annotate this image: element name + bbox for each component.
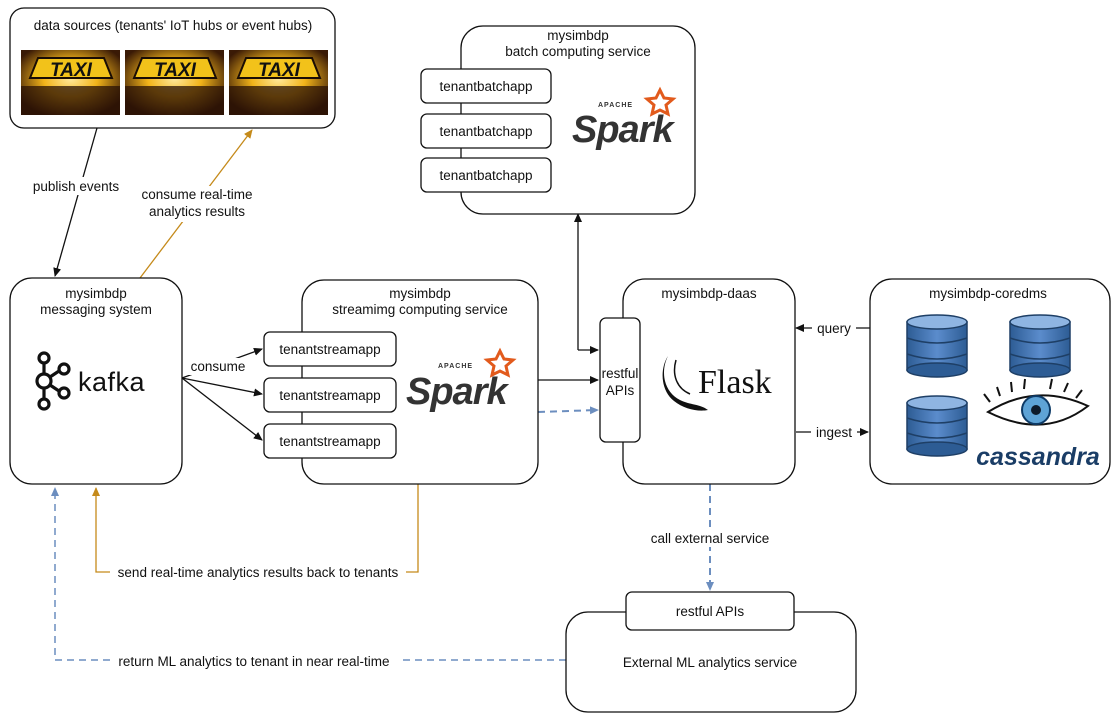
cassandra-logo-text: cassandra: [976, 443, 1100, 471]
flask-logo: Flask: [662, 356, 772, 411]
external-ml-node: restful APIs External ML analytics servi…: [565, 591, 857, 713]
external-ml-title: External ML analytics service: [623, 655, 797, 670]
daas-title: mysimbdp-daas: [661, 286, 757, 301]
streaming-node: mysimbdp streamimg computing service ten…: [263, 279, 539, 485]
svg-text:TAXI: TAXI: [50, 60, 93, 81]
svg-text:tenantstreamapp: tenantstreamapp: [279, 434, 380, 449]
svg-text:query: query: [817, 321, 851, 336]
streaming-title-line1: mysimbdp: [389, 286, 451, 301]
svg-text:restful: restful: [602, 366, 639, 381]
external-restful-apis: restful APIs: [625, 591, 795, 631]
taxi-image-2: TAXI: [125, 50, 224, 115]
daas-restful-apis: restful APIs: [599, 317, 641, 443]
batch-app-3: tenantbatchapp: [420, 157, 552, 193]
svg-text:TAXI: TAXI: [154, 60, 197, 81]
daas-node: mysimbdp-daas restful APIs Flask: [599, 278, 796, 485]
svg-text:tenantbatchapp: tenantbatchapp: [439, 124, 532, 139]
kafka-logo-text: kafka: [78, 367, 146, 397]
batch-title-line2: batch computing service: [505, 44, 651, 59]
svg-text:APIs: APIs: [606, 383, 635, 398]
svg-text:tenantstreamapp: tenantstreamapp: [279, 388, 380, 403]
data-sources-title: data sources (tenants' IoT hubs or event…: [34, 18, 313, 33]
svg-text:call external service: call external service: [651, 531, 770, 546]
messaging-node: mysimbdp messaging system kafka: [9, 277, 183, 485]
label-ingest: ingest: [811, 424, 857, 441]
data-sources-node: data sources (tenants' IoT hubs or event…: [9, 7, 336, 129]
streaming-title-line2: streamimg computing service: [332, 302, 508, 317]
svg-text:analytics results: analytics results: [149, 204, 245, 219]
label-consume-results: consume real-time analytics results: [134, 186, 260, 222]
label-send-back: send real-time analytics results back to…: [110, 563, 406, 581]
spark-logo-batch: APACHE Spark: [572, 86, 677, 151]
svg-text:TAXI: TAXI: [258, 60, 301, 81]
taxi-image-3: TAXI: [229, 50, 328, 115]
svg-text:consume: consume: [191, 359, 246, 374]
edge-publish-events: [53, 127, 98, 277]
label-consume: consume: [187, 358, 249, 375]
svg-text:consume real-time: consume real-time: [141, 187, 252, 202]
edge-streaming-to-daas-dashed: [537, 406, 599, 415]
messaging-title-line1: mysimbdp: [65, 286, 127, 301]
label-query: query: [812, 320, 856, 337]
cassandra-eye-icon: [983, 378, 1090, 426]
stream-app-3: tenantstreamapp: [263, 423, 397, 459]
coredms-node: mysimbdp-coredms cassandra: [869, 278, 1111, 485]
svg-text:publish events: publish events: [33, 179, 120, 194]
svg-text:ingest: ingest: [816, 425, 852, 440]
kafka-logo: [35, 351, 71, 411]
svg-text:Flask: Flask: [698, 364, 772, 401]
svg-text:send real-time analytics resul: send real-time analytics results back to…: [118, 565, 399, 580]
svg-text:APACHE: APACHE: [438, 363, 473, 370]
svg-text:return ML analytics to tenant: return ML analytics to tenant in near re…: [118, 654, 389, 669]
batch-node: mysimbdp batch computing service tenantb…: [420, 25, 696, 215]
svg-text:restful APIs: restful APIs: [676, 604, 745, 619]
stream-app-2: tenantstreamapp: [263, 377, 397, 413]
stream-app-1: tenantstreamapp: [263, 331, 397, 367]
svg-text:Spark: Spark: [572, 109, 675, 151]
edge-send-back: [92, 484, 419, 573]
batch-app-2: tenantbatchapp: [420, 113, 552, 149]
database-icon: [1009, 314, 1071, 378]
svg-text:tenantbatchapp: tenantbatchapp: [439, 79, 532, 94]
coredms-title: mysimbdp-coredms: [929, 286, 1047, 301]
batch-app-1: tenantbatchapp: [420, 68, 552, 104]
spark-logo-streaming: APACHE Spark: [406, 347, 517, 413]
label-call-external: call external service: [643, 529, 777, 547]
svg-text:Spark: Spark: [406, 371, 509, 413]
taxi-image-1: TAXI: [21, 50, 120, 115]
database-icon: [906, 395, 968, 457]
messaging-title-line2: messaging system: [40, 302, 152, 317]
svg-text:tenantbatchapp: tenantbatchapp: [439, 168, 532, 183]
database-icon: [906, 314, 968, 378]
label-publish-events: publish events: [28, 177, 124, 195]
label-return-ml: return ML analytics to tenant in near re…: [110, 652, 398, 670]
svg-text:APACHE: APACHE: [598, 102, 633, 109]
svg-text:tenantstreamapp: tenantstreamapp: [279, 342, 380, 357]
batch-title-line1: mysimbdp: [547, 28, 609, 43]
